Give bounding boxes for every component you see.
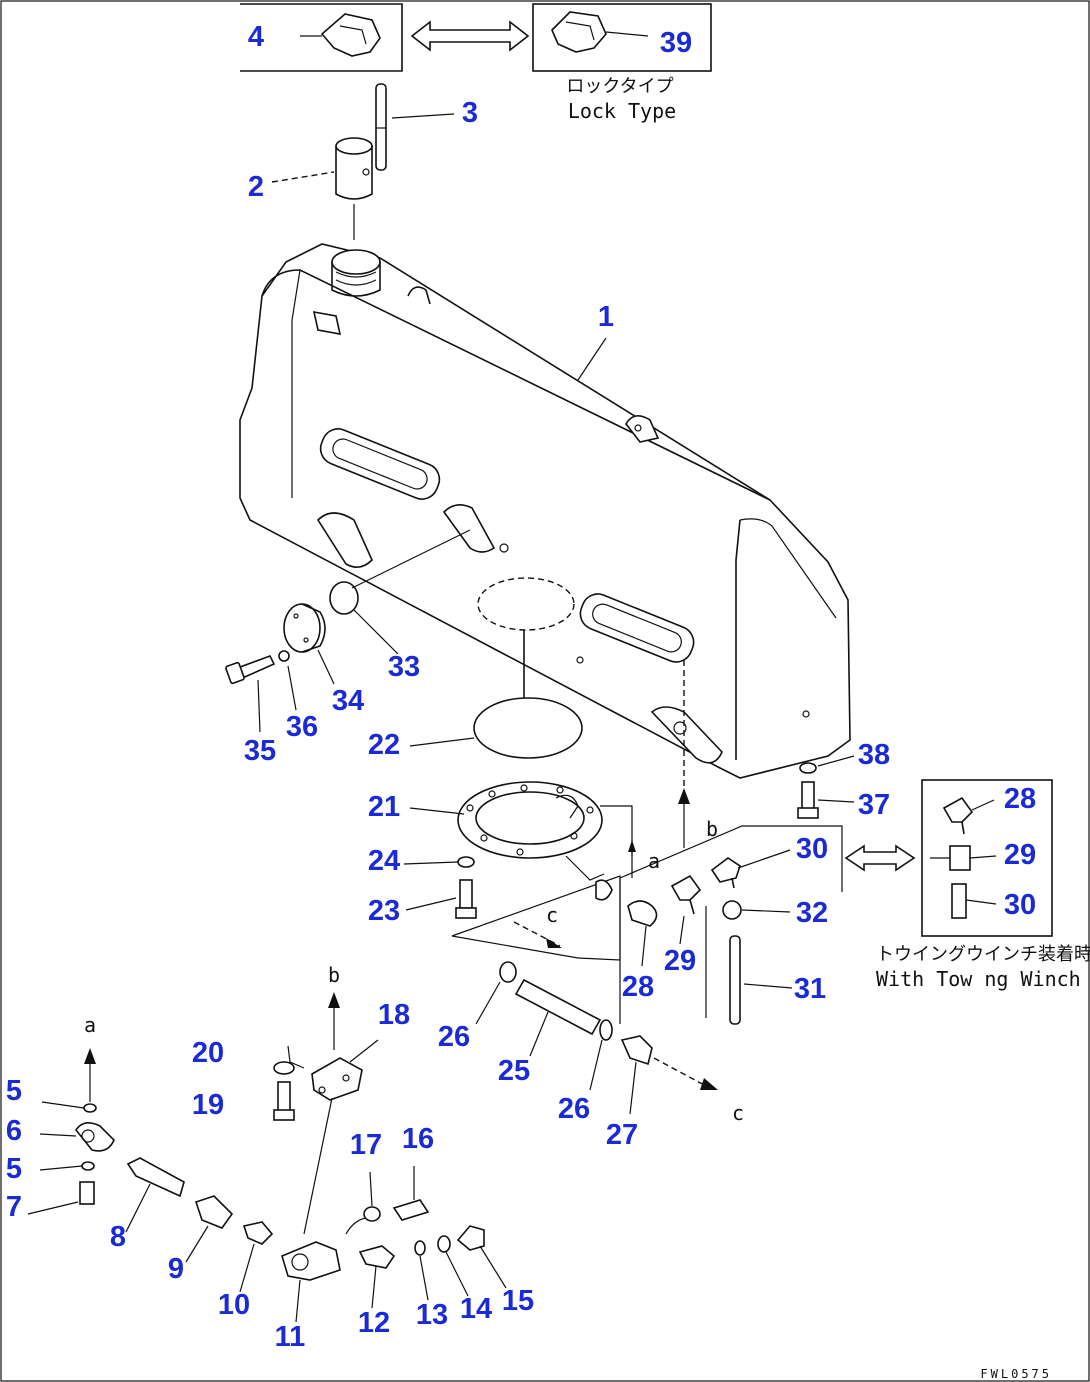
callout-11: 11 (275, 1321, 306, 1353)
callout-35: 35 (244, 735, 276, 767)
callout-8: 8 (110, 1221, 126, 1253)
callout-34: 34 (332, 685, 364, 717)
cap-standard-box (240, 3, 403, 72)
callout-21: 21 (368, 791, 400, 823)
callout-5-lower: 5 (6, 1153, 22, 1185)
callout-38: 38 (858, 739, 890, 771)
callout-12: 12 (358, 1307, 390, 1339)
tube-and-clamp (722, 900, 793, 1025)
callout-26-right: 26 (558, 1093, 590, 1125)
view-label-c-panel: c (546, 903, 558, 927)
callout-28-winch: 28 (1004, 783, 1036, 815)
filler-neck (271, 137, 373, 240)
hydraulic-tank (239, 243, 851, 792)
callout-13: 13 (416, 1299, 448, 1331)
cap-lock-box (532, 3, 712, 72)
callout-17: 17 (350, 1129, 382, 1161)
bolt-37-38 (797, 755, 855, 819)
callout-33: 33 (388, 651, 420, 683)
callout-6: 6 (6, 1115, 22, 1147)
suction-line (27, 1048, 341, 1323)
callout-29: 29 (664, 945, 696, 977)
callout-29-winch: 29 (1004, 839, 1036, 871)
callout-18: 18 (378, 999, 410, 1031)
tow-winch-variant-box (844, 779, 1053, 937)
tow-winch-en: With Tow ng Winch (876, 967, 1081, 991)
view-b-frame (619, 788, 843, 1024)
callout-27: 27 (606, 1119, 638, 1151)
hose-assembly (475, 961, 718, 1115)
callout-24: 24 (368, 845, 400, 877)
view-label-a-panel: a (648, 849, 660, 873)
lock-type-en: Lock Type (568, 99, 676, 123)
callout-19: 19 (192, 1089, 224, 1121)
callout-2: 2 (248, 171, 264, 203)
callout-14: 14 (460, 1293, 492, 1325)
callout-30: 30 (796, 833, 828, 865)
callout-39: 39 (660, 27, 692, 59)
callout-26-left: 26 (438, 1021, 470, 1053)
strainer-plate (409, 781, 636, 881)
callout-32: 32 (796, 897, 828, 929)
bolt-and-washer (403, 856, 477, 919)
view-label-c-arrow: c (732, 1101, 744, 1125)
lock-type-jp: ロックタイプ (566, 76, 673, 97)
pin (375, 83, 455, 171)
fittings-12-17 (345, 1166, 507, 1309)
callout-25: 25 (498, 1055, 530, 1087)
tow-winch-jp: トウイングウインチ装着時 (876, 944, 1090, 965)
interchange-arrow (410, 20, 530, 52)
callout-16: 16 (402, 1123, 434, 1155)
view-label-a-arrow: a (84, 1013, 96, 1037)
callout-36: 36 (286, 711, 318, 743)
view-label-b-arrow: b (328, 963, 340, 987)
cover-assembly (225, 529, 471, 733)
callout-22: 22 (368, 729, 400, 761)
callout-37: 37 (858, 789, 890, 821)
callout-1: 1 (598, 301, 614, 333)
callout-5-upper: 5 (6, 1075, 22, 1107)
callout-20: 20 (192, 1037, 224, 1069)
view-label-b-panel: b (706, 817, 718, 841)
view-c-frame (451, 875, 621, 961)
callout-28: 28 (622, 971, 654, 1003)
o-ring (409, 697, 583, 759)
callout-3: 3 (462, 97, 478, 129)
drawing-code: FWL0575 (980, 1367, 1052, 1381)
callout-7: 7 (6, 1191, 22, 1223)
callout-31: 31 (794, 973, 826, 1005)
callout-4: 4 (248, 21, 264, 53)
callout-9: 9 (168, 1253, 184, 1285)
callout-30-winch: 30 (1004, 889, 1036, 921)
block-18-19-20 (273, 992, 379, 1235)
callout-15: 15 (502, 1285, 534, 1317)
callout-10: 10 (218, 1289, 250, 1321)
callout-23: 23 (368, 895, 400, 927)
